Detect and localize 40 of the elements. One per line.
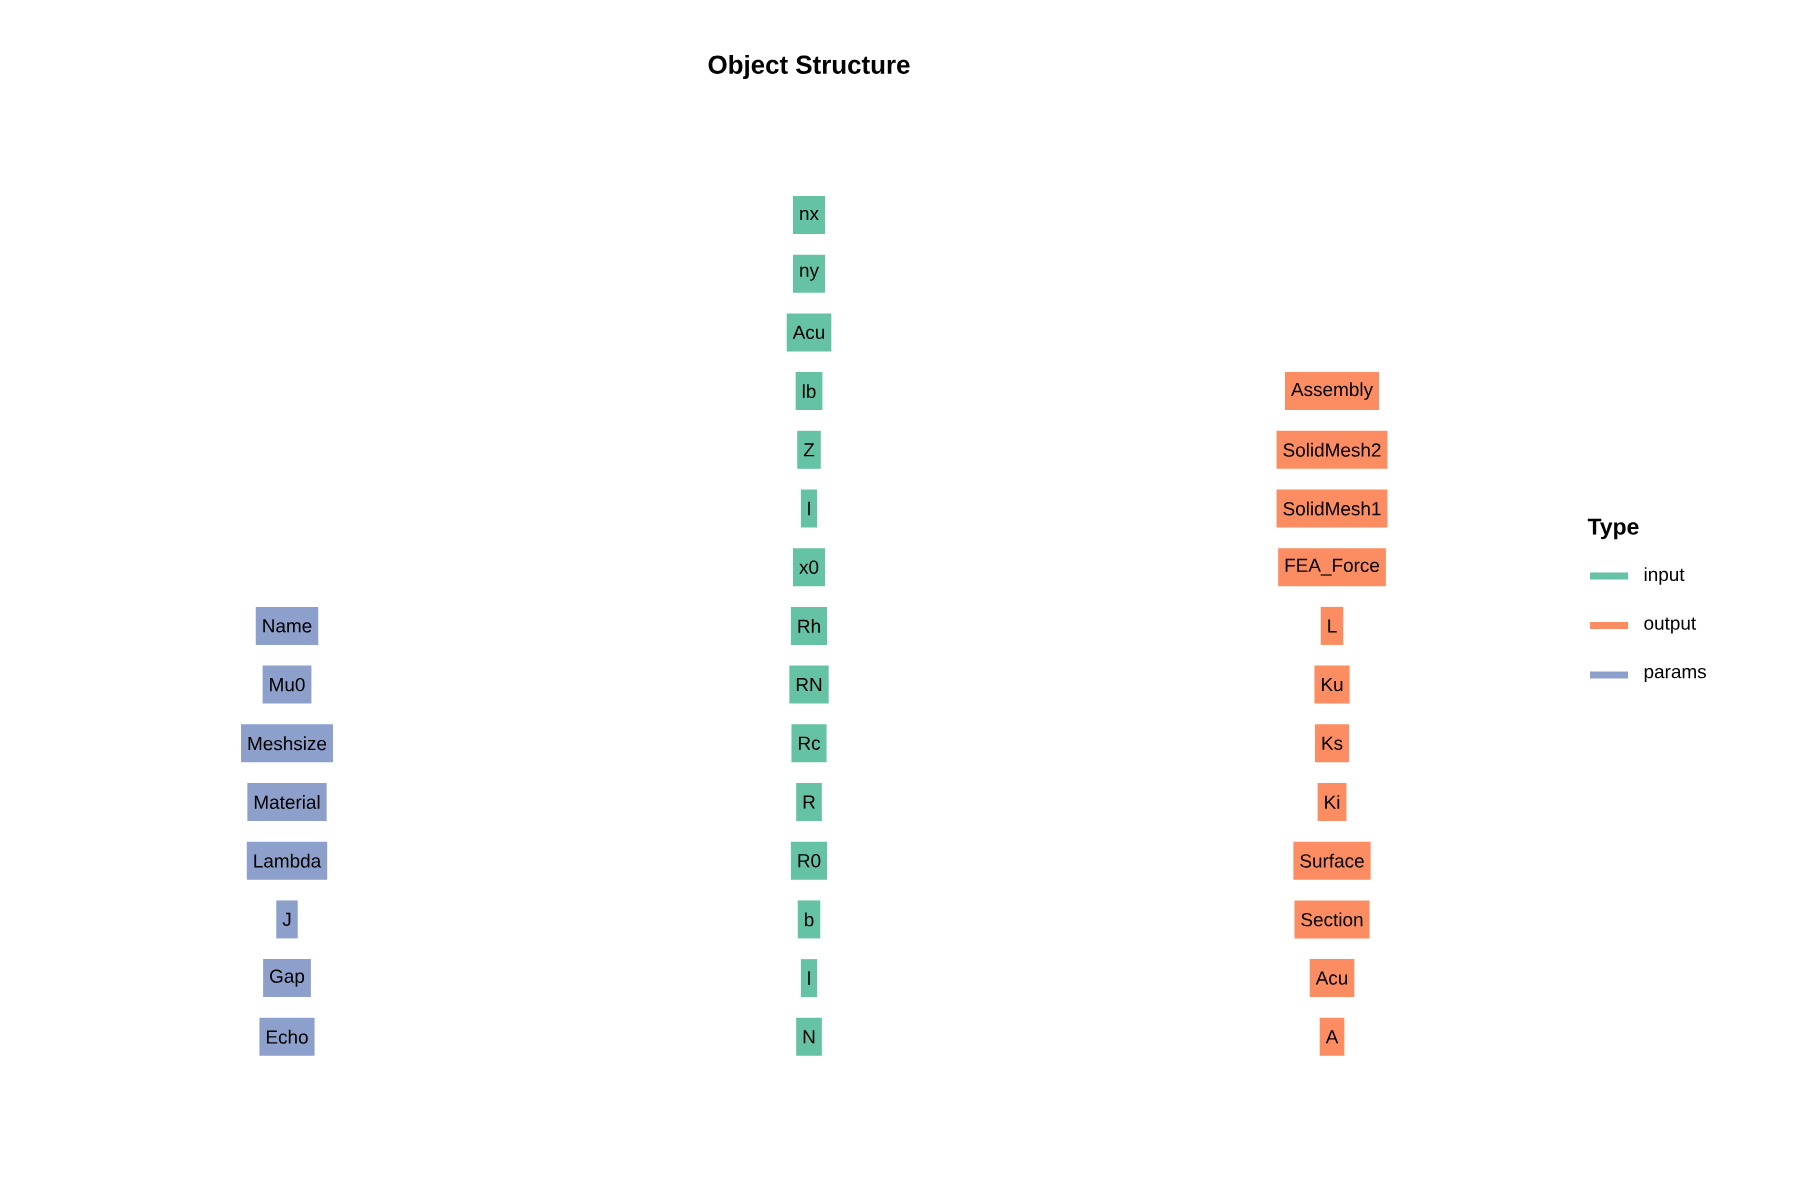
label-box: Echo <box>259 1017 315 1056</box>
label-box: Name <box>255 606 319 645</box>
label-box: Meshsize <box>241 724 333 763</box>
label-box: J <box>276 900 298 939</box>
label-box: L <box>1320 606 1344 645</box>
label-box: Lambda <box>246 841 328 880</box>
label-box: Material <box>247 783 327 821</box>
label-box: Acu <box>1309 959 1355 998</box>
label-box: Rh <box>790 606 828 645</box>
legend-label: params <box>1644 667 1706 683</box>
legend-title: Type <box>1587 518 1639 540</box>
label-box: Ku <box>1314 665 1350 704</box>
label-box: Mu0 <box>262 665 312 704</box>
label-box: b <box>797 900 821 939</box>
label-box: Z <box>797 430 821 469</box>
label-box: A <box>1319 1017 1345 1056</box>
label-box: Section <box>1294 900 1370 939</box>
label-box: Gap <box>263 959 311 998</box>
label-box: Assembly <box>1285 372 1380 411</box>
label-box: Rc <box>791 724 827 763</box>
label-box: SolidMesh1 <box>1276 489 1388 528</box>
label-box: x0 <box>793 548 825 587</box>
label-box: R <box>796 783 822 821</box>
label-box: Ki <box>1317 783 1347 821</box>
legend-label: input <box>1644 567 1685 585</box>
label-box: R0 <box>790 841 828 880</box>
label-box: l <box>800 959 818 998</box>
label-box: Acu <box>786 313 832 352</box>
label-box: RN <box>789 665 829 704</box>
label-box: SolidMesh2 <box>1276 430 1388 469</box>
label-box: nx <box>793 196 825 234</box>
label-box: N <box>796 1017 822 1056</box>
label-box: lb <box>795 372 823 411</box>
label-box: ny <box>793 254 825 293</box>
title: Object Structure <box>708 54 910 80</box>
legend-label: output <box>1644 617 1696 634</box>
label-box: Ks <box>1314 724 1350 763</box>
label-box: l <box>800 489 818 528</box>
label-box: Surface <box>1293 841 1371 880</box>
label-box: FEA_Force <box>1278 548 1386 587</box>
